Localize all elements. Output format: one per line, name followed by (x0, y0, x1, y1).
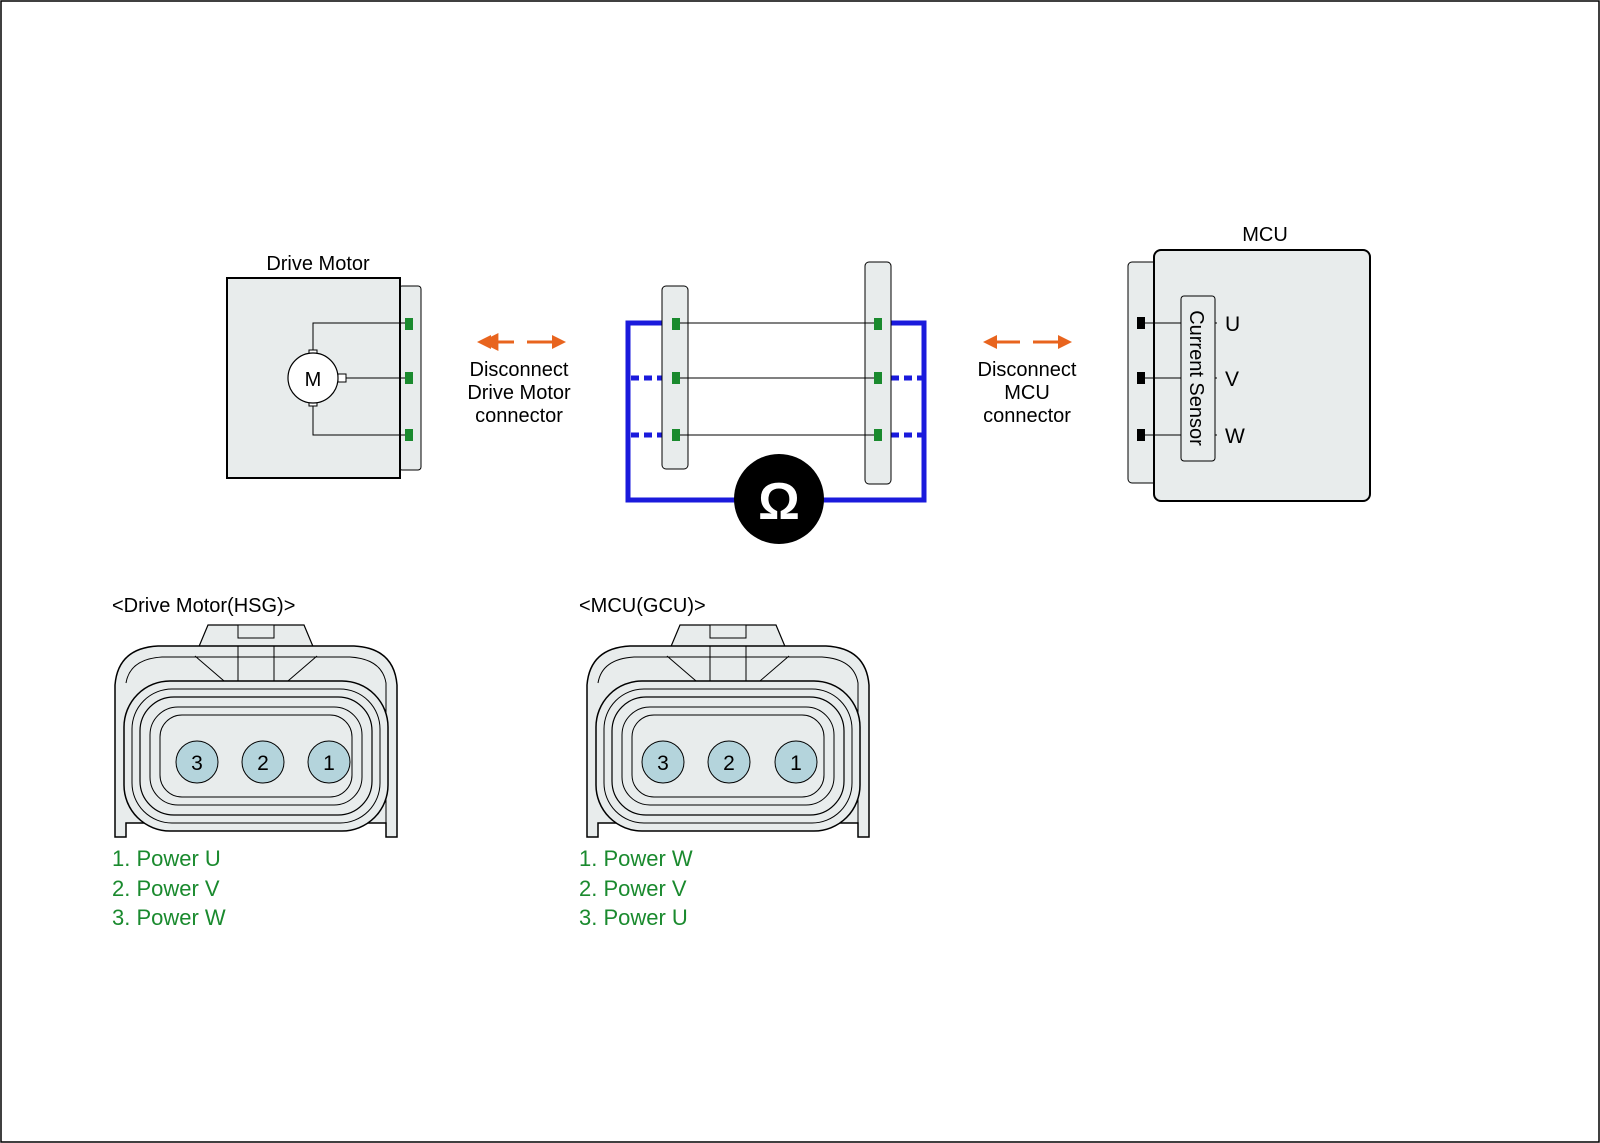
connector-hsg: 3 2 1 (114, 624, 398, 838)
connector-hsg-title: <Drive Motor(HSG)> (112, 595, 295, 617)
hsg-pin-1-label: 1 (323, 752, 335, 775)
gcu-pin-3-label: 3 (657, 752, 669, 775)
disconnect-drive-motor-label-3: connector (475, 405, 563, 427)
hsg-legend-1: 1. Power U (112, 846, 221, 871)
disconnect-drive-motor-label-1: Disconnect (470, 359, 569, 381)
gcu-pin-2-label: 2 (723, 752, 735, 775)
gcu-pin-3 (641, 740, 685, 784)
drive-motor-pin-v (405, 372, 413, 384)
disconnect-mcu-label-3: connector (983, 405, 1071, 427)
connector-gcu-title: <MCU(GCU)> (579, 595, 706, 617)
gcu-legend-2: 2. Power V (579, 876, 687, 901)
disconnect-drive-motor-arrow (477, 333, 566, 351)
mcu-pin-u (1137, 317, 1145, 329)
gcu-legend-3: 3. Power U (579, 905, 688, 930)
drive-motor: Drive Motor M (226, 253, 422, 479)
phase-v-label: V (1225, 368, 1239, 391)
hsg-legend-2: 2. Power V (112, 876, 220, 901)
hsg-legend-3: 3. Power W (112, 905, 226, 930)
disconnect-drive-motor-label-2: Drive Motor (467, 382, 571, 404)
gcu-pin-2 (707, 740, 751, 784)
disconnect-mcu-arrow (983, 335, 1072, 349)
mcu-title: MCU (1242, 224, 1288, 246)
hsg-pin-1 (307, 740, 351, 784)
current-sensor (1180, 295, 1216, 462)
disconnect-mcu-label-1: Disconnect (978, 359, 1077, 381)
gcu-legend-1: 1. Power W (579, 846, 693, 871)
hsg-pin-3-label: 3 (191, 752, 203, 775)
drive-motor-title: Drive Motor (266, 253, 370, 275)
harness-measurement: Ω (625, 261, 927, 544)
hsg-pin-2 (241, 740, 285, 784)
gcu-pin-1 (774, 740, 818, 784)
connector-gcu: 3 2 1 (586, 624, 870, 838)
motor-symbol (287, 352, 339, 404)
motor-symbol-label: M (305, 369, 322, 391)
mcu: MCU Current Sensor U V W (1127, 224, 1371, 502)
mcu-pin-v (1137, 372, 1145, 384)
hsg-pin-2-label: 2 (257, 752, 269, 775)
current-sensor-label: Current Sensor (1185, 310, 1207, 446)
gcu-pin-1-label: 1 (790, 752, 802, 775)
drive-motor-pin-w (405, 429, 413, 441)
phase-w-label: W (1225, 425, 1245, 448)
mcu-pin-w (1137, 429, 1145, 441)
phase-u-label: U (1225, 313, 1240, 336)
drive-motor-pin-u (405, 318, 413, 330)
ohmmeter (734, 454, 824, 544)
hsg-pin-3 (175, 740, 219, 784)
ohm-symbol: Ω (758, 473, 800, 531)
disconnect-mcu-label-2: MCU (1004, 382, 1050, 404)
